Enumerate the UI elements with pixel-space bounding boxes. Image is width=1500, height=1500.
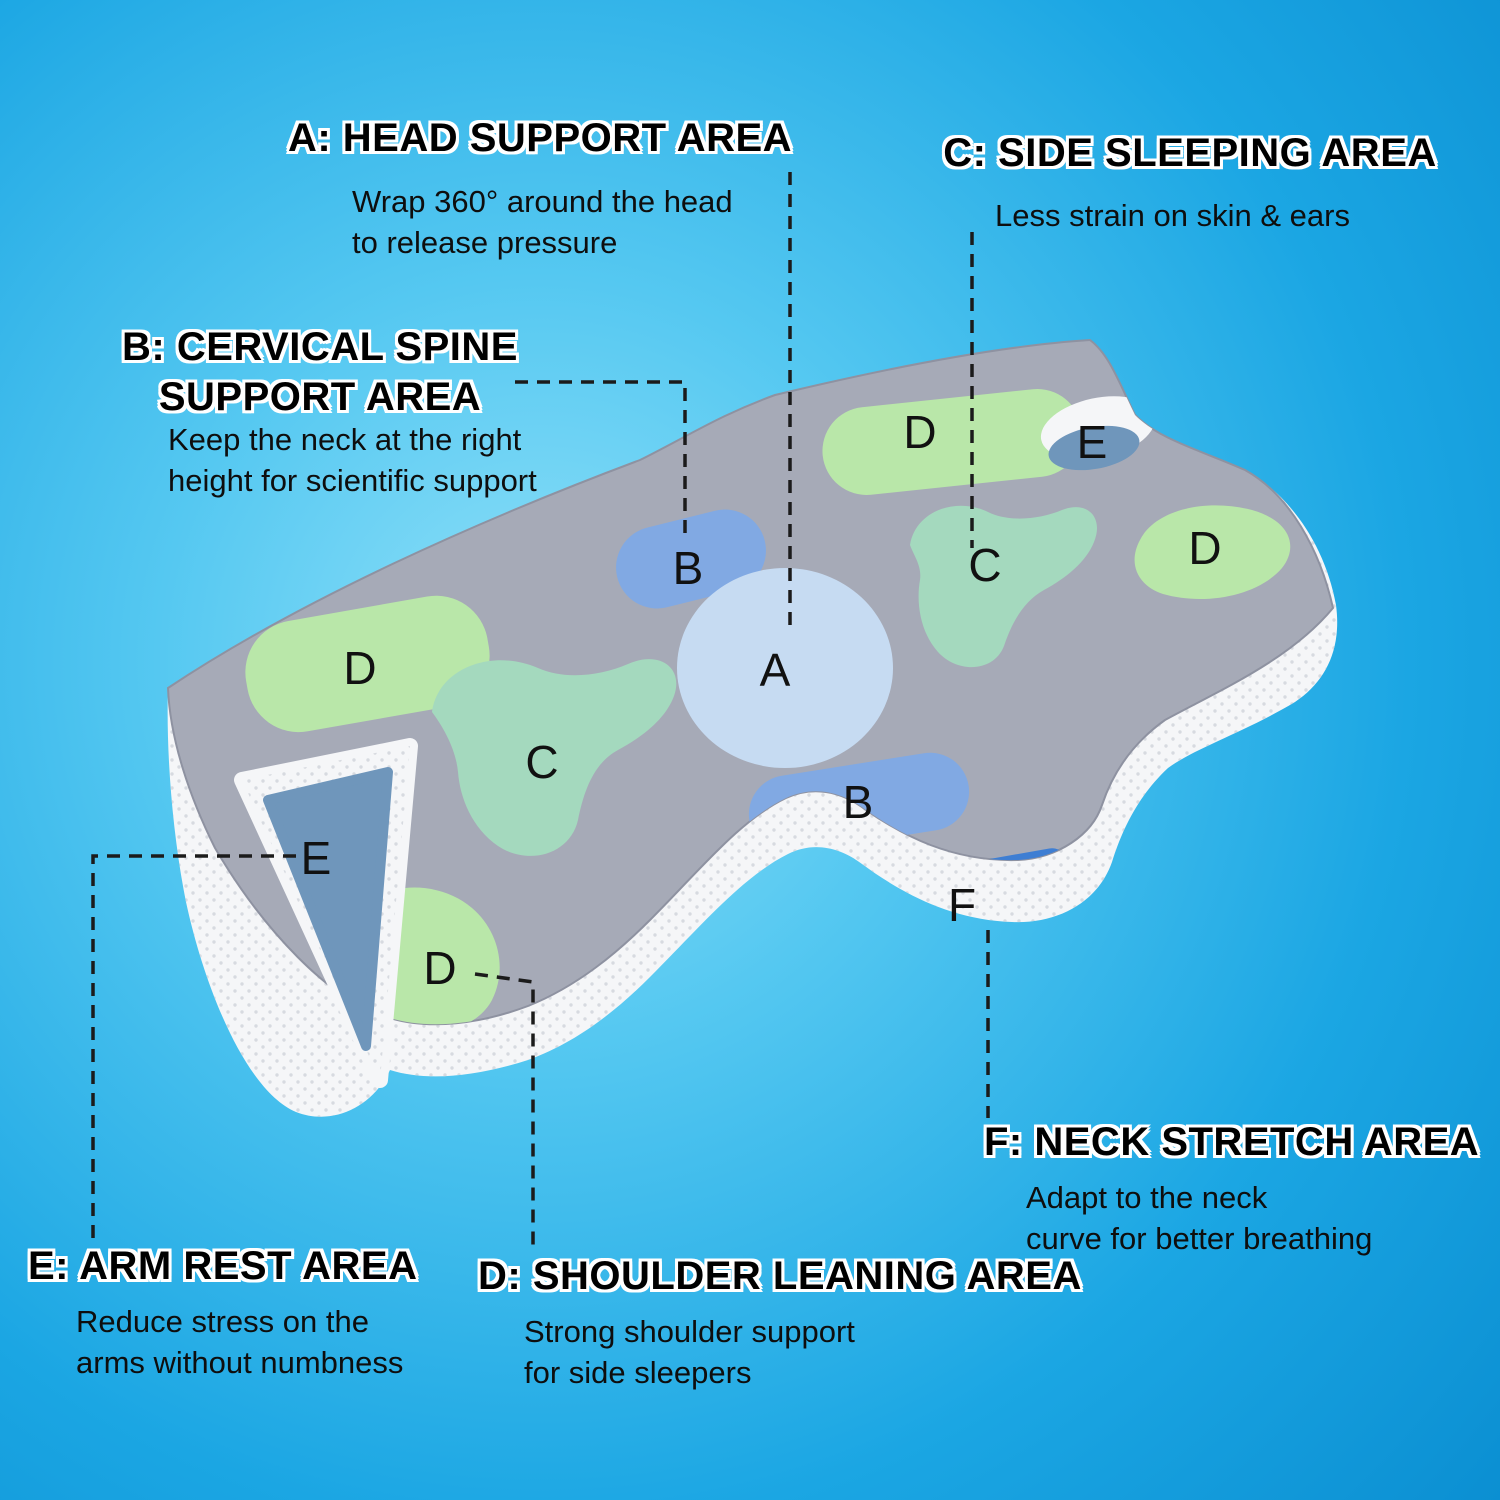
zone-letter-b-lower: B: [843, 776, 874, 828]
leader-line-b: [515, 380, 687, 540]
zone-letter-f-center: F: [948, 879, 976, 931]
annotation-d-title: D: SHOULDER LEANING AREA: [478, 1254, 1082, 1298]
annotation-f-desc-line1: Adapt to the neck: [1026, 1180, 1268, 1215]
annotation-b-desc-line1: Keep the neck at the right: [168, 422, 522, 457]
annotation-f-desc-line2: curve for better breathing: [1026, 1220, 1373, 1256]
annotation-e-title: E: ARM REST AREA: [28, 1244, 418, 1288]
annotation-c-desc: Less strain on skin & ears: [995, 196, 1350, 237]
annotation-b-title-line2: SUPPORT AREA: [158, 375, 482, 419]
zone-d-left: [245, 595, 490, 733]
zone-letter-d-bottom-left: D: [423, 942, 456, 994]
zone-letter-d-right: D: [1188, 522, 1221, 574]
zone-letter-e-top-right: E: [1077, 416, 1108, 468]
annotation-a-desc-line1: Wrap 360° around the head: [352, 184, 733, 219]
annotation-b-desc: Keep the neck at the right height for sc…: [168, 420, 537, 502]
annotation-e-desc-line1: Reduce stress on the: [76, 1304, 369, 1339]
zone-letter-c-right: C: [968, 539, 1001, 591]
zone-a-head-circle: [677, 568, 893, 768]
zone-letter-d-top: D: [903, 406, 936, 458]
annotation-a-desc-line2: to release pressure: [352, 224, 618, 260]
annotation-f-title: F: NECK STRETCH AREA: [984, 1120, 1480, 1164]
zone-e-top-right: [1048, 425, 1140, 471]
zone-c-right: [910, 505, 1098, 668]
zone-letter-d-left: D: [343, 642, 376, 694]
zone-e-left: [263, 767, 393, 1051]
zone-letter-a-center: A: [760, 644, 791, 696]
annotation-a-desc: Wrap 360° around the head to release pre…: [352, 182, 733, 264]
zone-letter-e-left: E: [301, 832, 332, 884]
zone-d-right: [1134, 505, 1291, 599]
zone-c-left: [432, 659, 677, 856]
annotation-b-desc-line2: height for scientific support: [168, 462, 537, 498]
zone-letter-b-upper: B: [673, 542, 704, 594]
annotation-c-desc-line1: Less strain on skin & ears: [995, 198, 1350, 233]
annotation-a-title: A: HEAD SUPPORT AREA: [287, 116, 793, 160]
annotation-d-desc-line1: Strong shoulder support: [524, 1314, 855, 1349]
annotation-b-title: B: CERVICAL SPINE SUPPORT AREA: [110, 322, 530, 422]
leader-line-e: [91, 854, 296, 1240]
annotation-f-desc: Adapt to the neck curve for better breat…: [1026, 1178, 1372, 1260]
zone-letter-c-left: C: [525, 736, 558, 788]
annotation-d-desc-line2: for side sleepers: [524, 1354, 752, 1390]
annotation-d-desc: Strong shoulder support for side sleeper…: [524, 1312, 855, 1394]
annotation-e-desc-line2: arms without numbness: [76, 1344, 404, 1380]
zone-d-top: [822, 389, 1082, 495]
annotation-e-desc: Reduce stress on the arms without numbne…: [76, 1302, 403, 1384]
annotation-c-title: C: SIDE SLEEPING AREA: [943, 131, 1437, 175]
annotation-b-title-line1: B: CERVICAL SPINE: [122, 325, 518, 369]
